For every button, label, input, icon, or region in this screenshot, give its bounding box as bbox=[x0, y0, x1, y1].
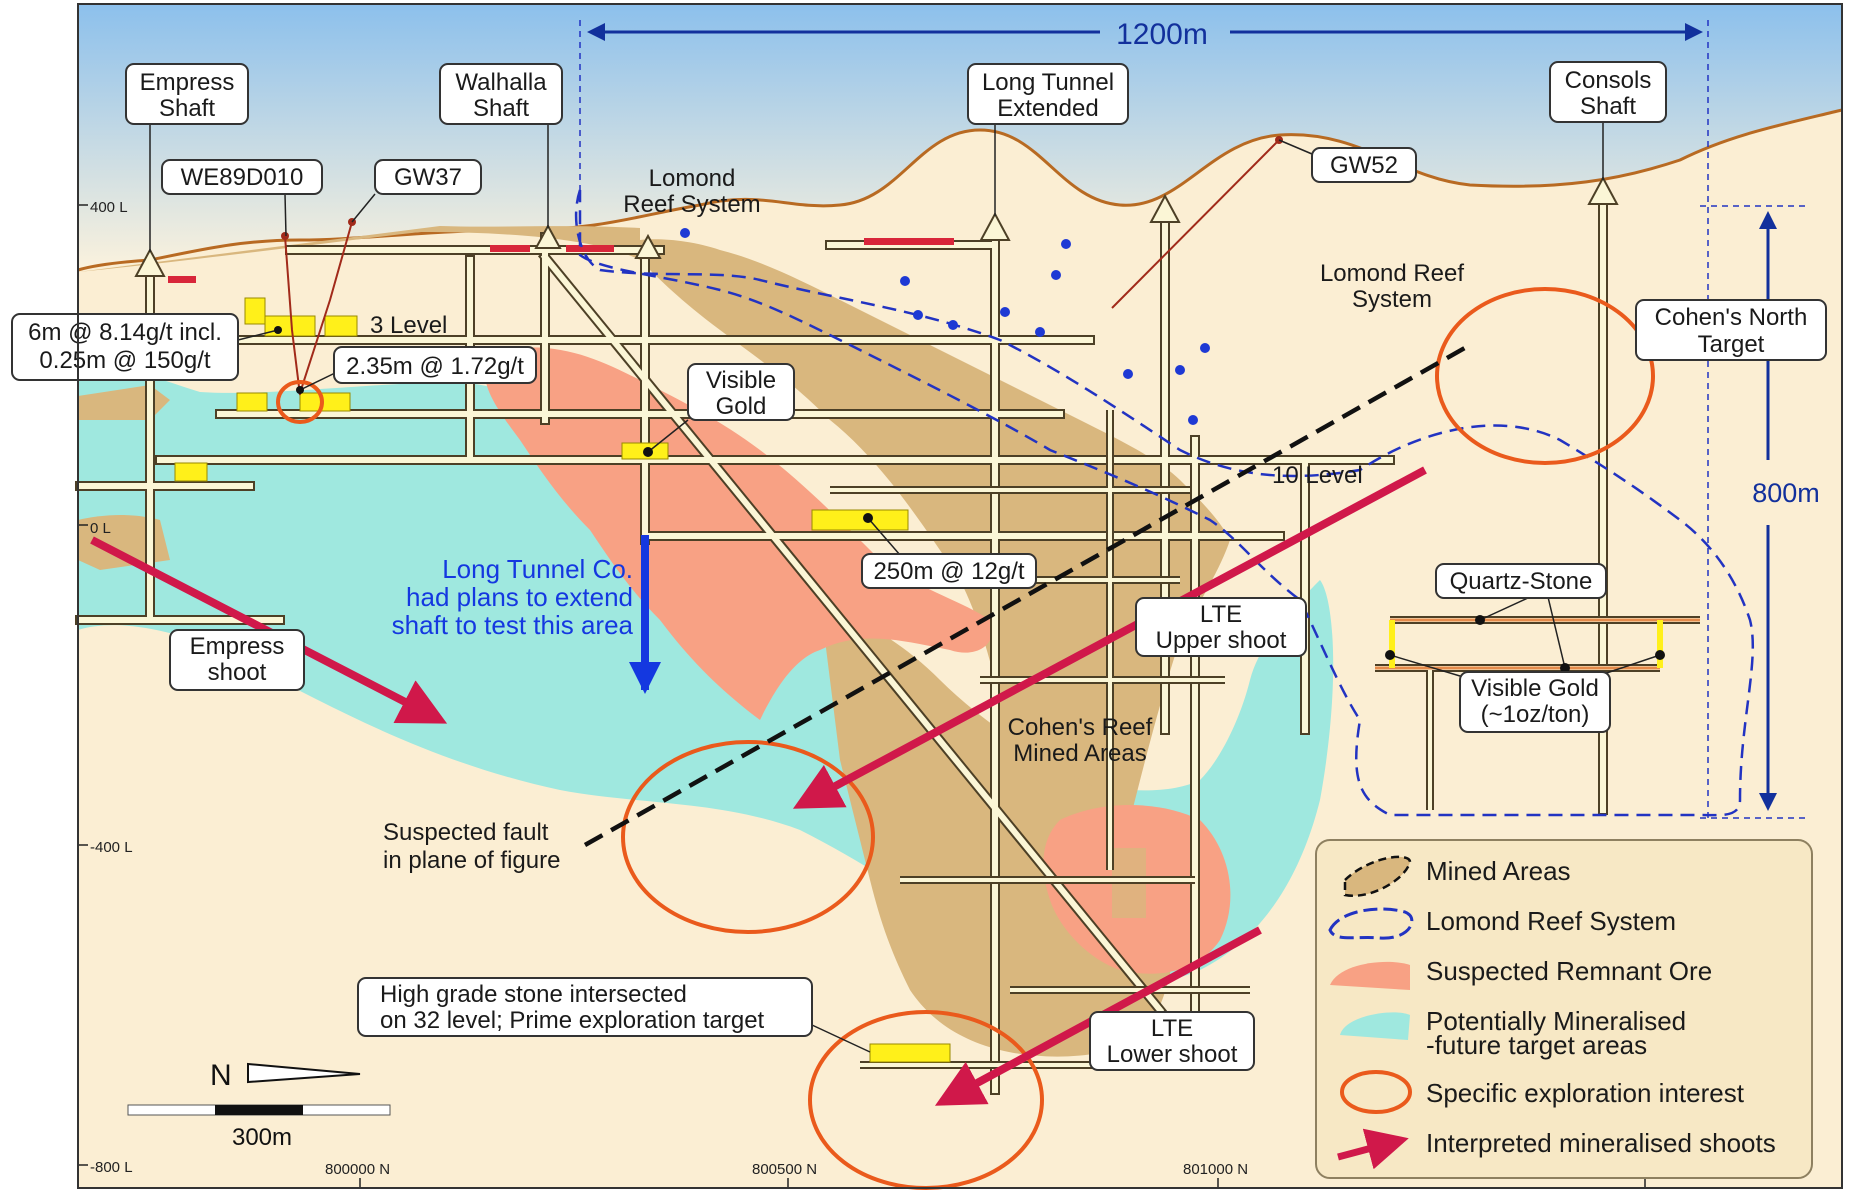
lte-lower-label-1: LTE bbox=[1151, 1015, 1193, 1042]
drives bbox=[77, 197, 1606, 1093]
intercept-b: 2.35m @ 1.72g/t bbox=[346, 353, 524, 380]
red-drive-c bbox=[566, 245, 614, 252]
intercept-a-1: 6m @ 8.14g/t incl. bbox=[28, 319, 222, 346]
lomond-reef-label-2-line-1: Lomond Reef bbox=[1320, 260, 1464, 287]
empress-shaft-label-2: Shaft bbox=[159, 95, 215, 122]
scale-bar-segment bbox=[215, 1105, 303, 1115]
legend-shoot-swatch bbox=[1337, 1128, 1409, 1170]
north-label: N bbox=[210, 1059, 232, 1092]
empress-shaft-label-1: Empress bbox=[140, 69, 235, 96]
cohens-reef-label-2: Mined Areas bbox=[1013, 740, 1146, 767]
scale-1200-label: 1200m bbox=[1116, 18, 1208, 51]
lomond-reef-label-1-line-2: Reef System bbox=[623, 191, 760, 218]
north-arrow-icon bbox=[247, 1062, 361, 1084]
fault-label-1: Suspected fault bbox=[383, 819, 549, 846]
walhalla-shaft-label-1: Walhalla bbox=[455, 69, 547, 96]
visible-gold-label-2: Gold bbox=[716, 393, 767, 420]
reef-intercept-dots bbox=[680, 228, 1210, 425]
high-grade-label-2: on 32 level; Prime exploration target bbox=[380, 1007, 765, 1034]
long-tunnel-label-2: Extended bbox=[997, 95, 1098, 122]
red-drive-b bbox=[490, 245, 530, 252]
walhalla-shaft-label-2: Shaft bbox=[473, 95, 529, 122]
long-tunnel-note-3: shaft to test this area bbox=[392, 610, 634, 640]
lomond-reef-label-2-line-2: System bbox=[1352, 286, 1432, 313]
cohens-reef-label-1: Cohen's Reef bbox=[1008, 714, 1153, 741]
cohens-north-label-1: Cohen's North bbox=[1655, 304, 1808, 331]
legend-exploration-label: Specific exploration interest bbox=[1426, 1078, 1745, 1108]
shaft-headframes bbox=[134, 175, 1619, 277]
level-3-label: 3 Level bbox=[370, 312, 447, 339]
red-drive-a bbox=[168, 276, 196, 283]
map-frame bbox=[77, 3, 1843, 1189]
level-minus-400: -400 L bbox=[90, 839, 133, 856]
suspected-fault bbox=[583, 343, 1472, 847]
consols-shaft-label-1: Consols bbox=[1565, 67, 1652, 94]
legend-mineralised-swatch bbox=[1340, 1012, 1410, 1040]
cohens-north-label-2: Target bbox=[1698, 331, 1765, 358]
visible-gold-2-label-2: (~1oz/ton) bbox=[1481, 701, 1590, 728]
level-0: 0 L bbox=[90, 520, 111, 537]
legend-remnant-label: Suspected Remnant Ore bbox=[1426, 956, 1712, 986]
legend-mineralised-label-2: -future target areas bbox=[1426, 1030, 1647, 1060]
leader-dots bbox=[274, 326, 1665, 673]
lomond-reef-outline bbox=[574, 189, 1755, 817]
high-grade-label-1: High grade stone intersected bbox=[380, 981, 687, 1008]
drillhole-we89d010: WE89D010 bbox=[181, 164, 304, 191]
consols-shaft-label-2: Shaft bbox=[1580, 93, 1636, 120]
red-drive-d bbox=[864, 238, 954, 245]
empress-shoot-label-2: shoot bbox=[208, 659, 267, 686]
visible-gold-label-1: Visible bbox=[706, 367, 776, 394]
legend-remnant-swatch bbox=[1330, 961, 1410, 990]
legend-box bbox=[1315, 839, 1813, 1179]
level-400: 400 L bbox=[90, 199, 128, 216]
empress-shoot-label-1: Empress bbox=[190, 633, 285, 660]
mined-area-upper bbox=[78, 226, 1230, 820]
axis-ticks bbox=[78, 204, 1646, 1188]
drillholes-traces bbox=[284, 139, 1280, 396]
fault-label-2: in plane of figure bbox=[383, 847, 560, 874]
legend-reef-label: Lomond Reef System bbox=[1426, 906, 1676, 936]
legend-mined-swatch bbox=[1343, 855, 1412, 898]
leader-lines bbox=[149, 122, 1661, 1053]
legend-mineralised-label-1: Potentially Mineralised bbox=[1426, 1006, 1686, 1036]
northing-800000: 800000 N bbox=[325, 1161, 390, 1178]
northing-800500: 800500 N bbox=[752, 1161, 817, 1178]
lte-upper-label-1: LTE bbox=[1200, 601, 1242, 628]
drillhole-gw37: GW37 bbox=[394, 164, 462, 191]
legend-reef-swatch bbox=[1328, 907, 1414, 940]
long-tunnel-note-2: had plans to extend bbox=[406, 582, 633, 612]
long-tunnel-note-1: Long Tunnel Co. bbox=[442, 554, 633, 584]
scale-800-label: 800m bbox=[1752, 478, 1820, 508]
legend-exploration-swatch bbox=[1340, 1070, 1412, 1114]
level-minus-800: -800 L bbox=[90, 1159, 133, 1176]
lte-upper-label-2: Upper shoot bbox=[1156, 627, 1287, 654]
label-boxes bbox=[11, 61, 1827, 1071]
scale-bar-label: 300m bbox=[232, 1124, 292, 1151]
legend-mined-label: Mined Areas bbox=[1426, 856, 1571, 886]
quartz-stone-label: Quartz-Stone bbox=[1450, 568, 1593, 595]
lomond-reef-label-1-line-1: Lomond bbox=[649, 165, 736, 192]
topography-line bbox=[77, 108, 1843, 272]
visible-gold-2-label-1: Visible Gold bbox=[1471, 675, 1599, 702]
intercept-c: 250m @ 12g/t bbox=[873, 558, 1024, 585]
long-tunnel-label-1: Long Tunnel bbox=[982, 69, 1114, 96]
lte-lower-label-2: Lower shoot bbox=[1107, 1041, 1238, 1068]
drillhole-gw52: GW52 bbox=[1330, 152, 1398, 179]
northing-801000: 801000 N bbox=[1183, 1161, 1248, 1178]
intercept-a-2: 0.25m @ 150g/t bbox=[39, 347, 210, 374]
legend-shoot-label: Interpreted mineralised shoots bbox=[1426, 1128, 1776, 1158]
level-10-label: 10 Level bbox=[1272, 462, 1363, 489]
